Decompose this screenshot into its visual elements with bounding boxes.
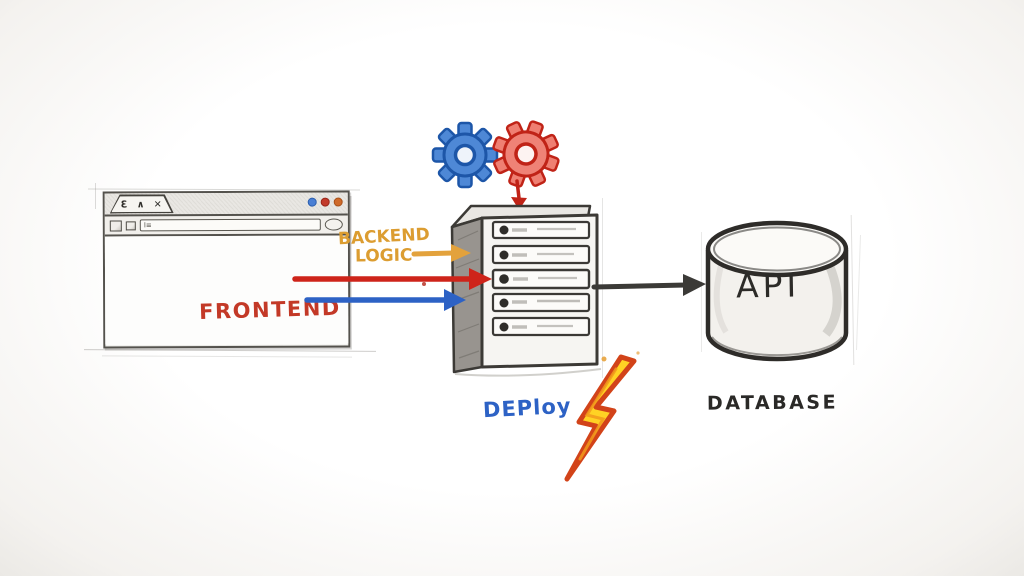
server-slot (491, 268, 591, 290)
construction-line (701, 232, 702, 352)
ink-speck (422, 282, 426, 286)
database-label: DATABASE (706, 391, 839, 415)
server-slot (491, 292, 591, 313)
frontend-to-server-blue-arrow (304, 289, 466, 311)
server-slot (491, 316, 591, 337)
server-icon (450, 204, 602, 377)
gears-to-server-arrow (511, 179, 527, 210)
database-cylinder-icon (705, 220, 849, 362)
red-gear-icon (492, 120, 560, 188)
lightning-bolt-icon (564, 351, 640, 482)
api-label: API (735, 265, 801, 306)
construction-line (95, 183, 96, 209)
server-slot (491, 244, 591, 265)
frontend-to-server-red-arrow (292, 268, 492, 290)
backend-logic-label-line2: LOGIC (354, 245, 413, 267)
server-to-database-arrow (591, 274, 706, 296)
backend-to-server-arrow (411, 244, 471, 262)
server-slot (491, 220, 591, 240)
blue-gear-icon (431, 121, 499, 189)
deploy-label: DEPloy (482, 393, 573, 423)
